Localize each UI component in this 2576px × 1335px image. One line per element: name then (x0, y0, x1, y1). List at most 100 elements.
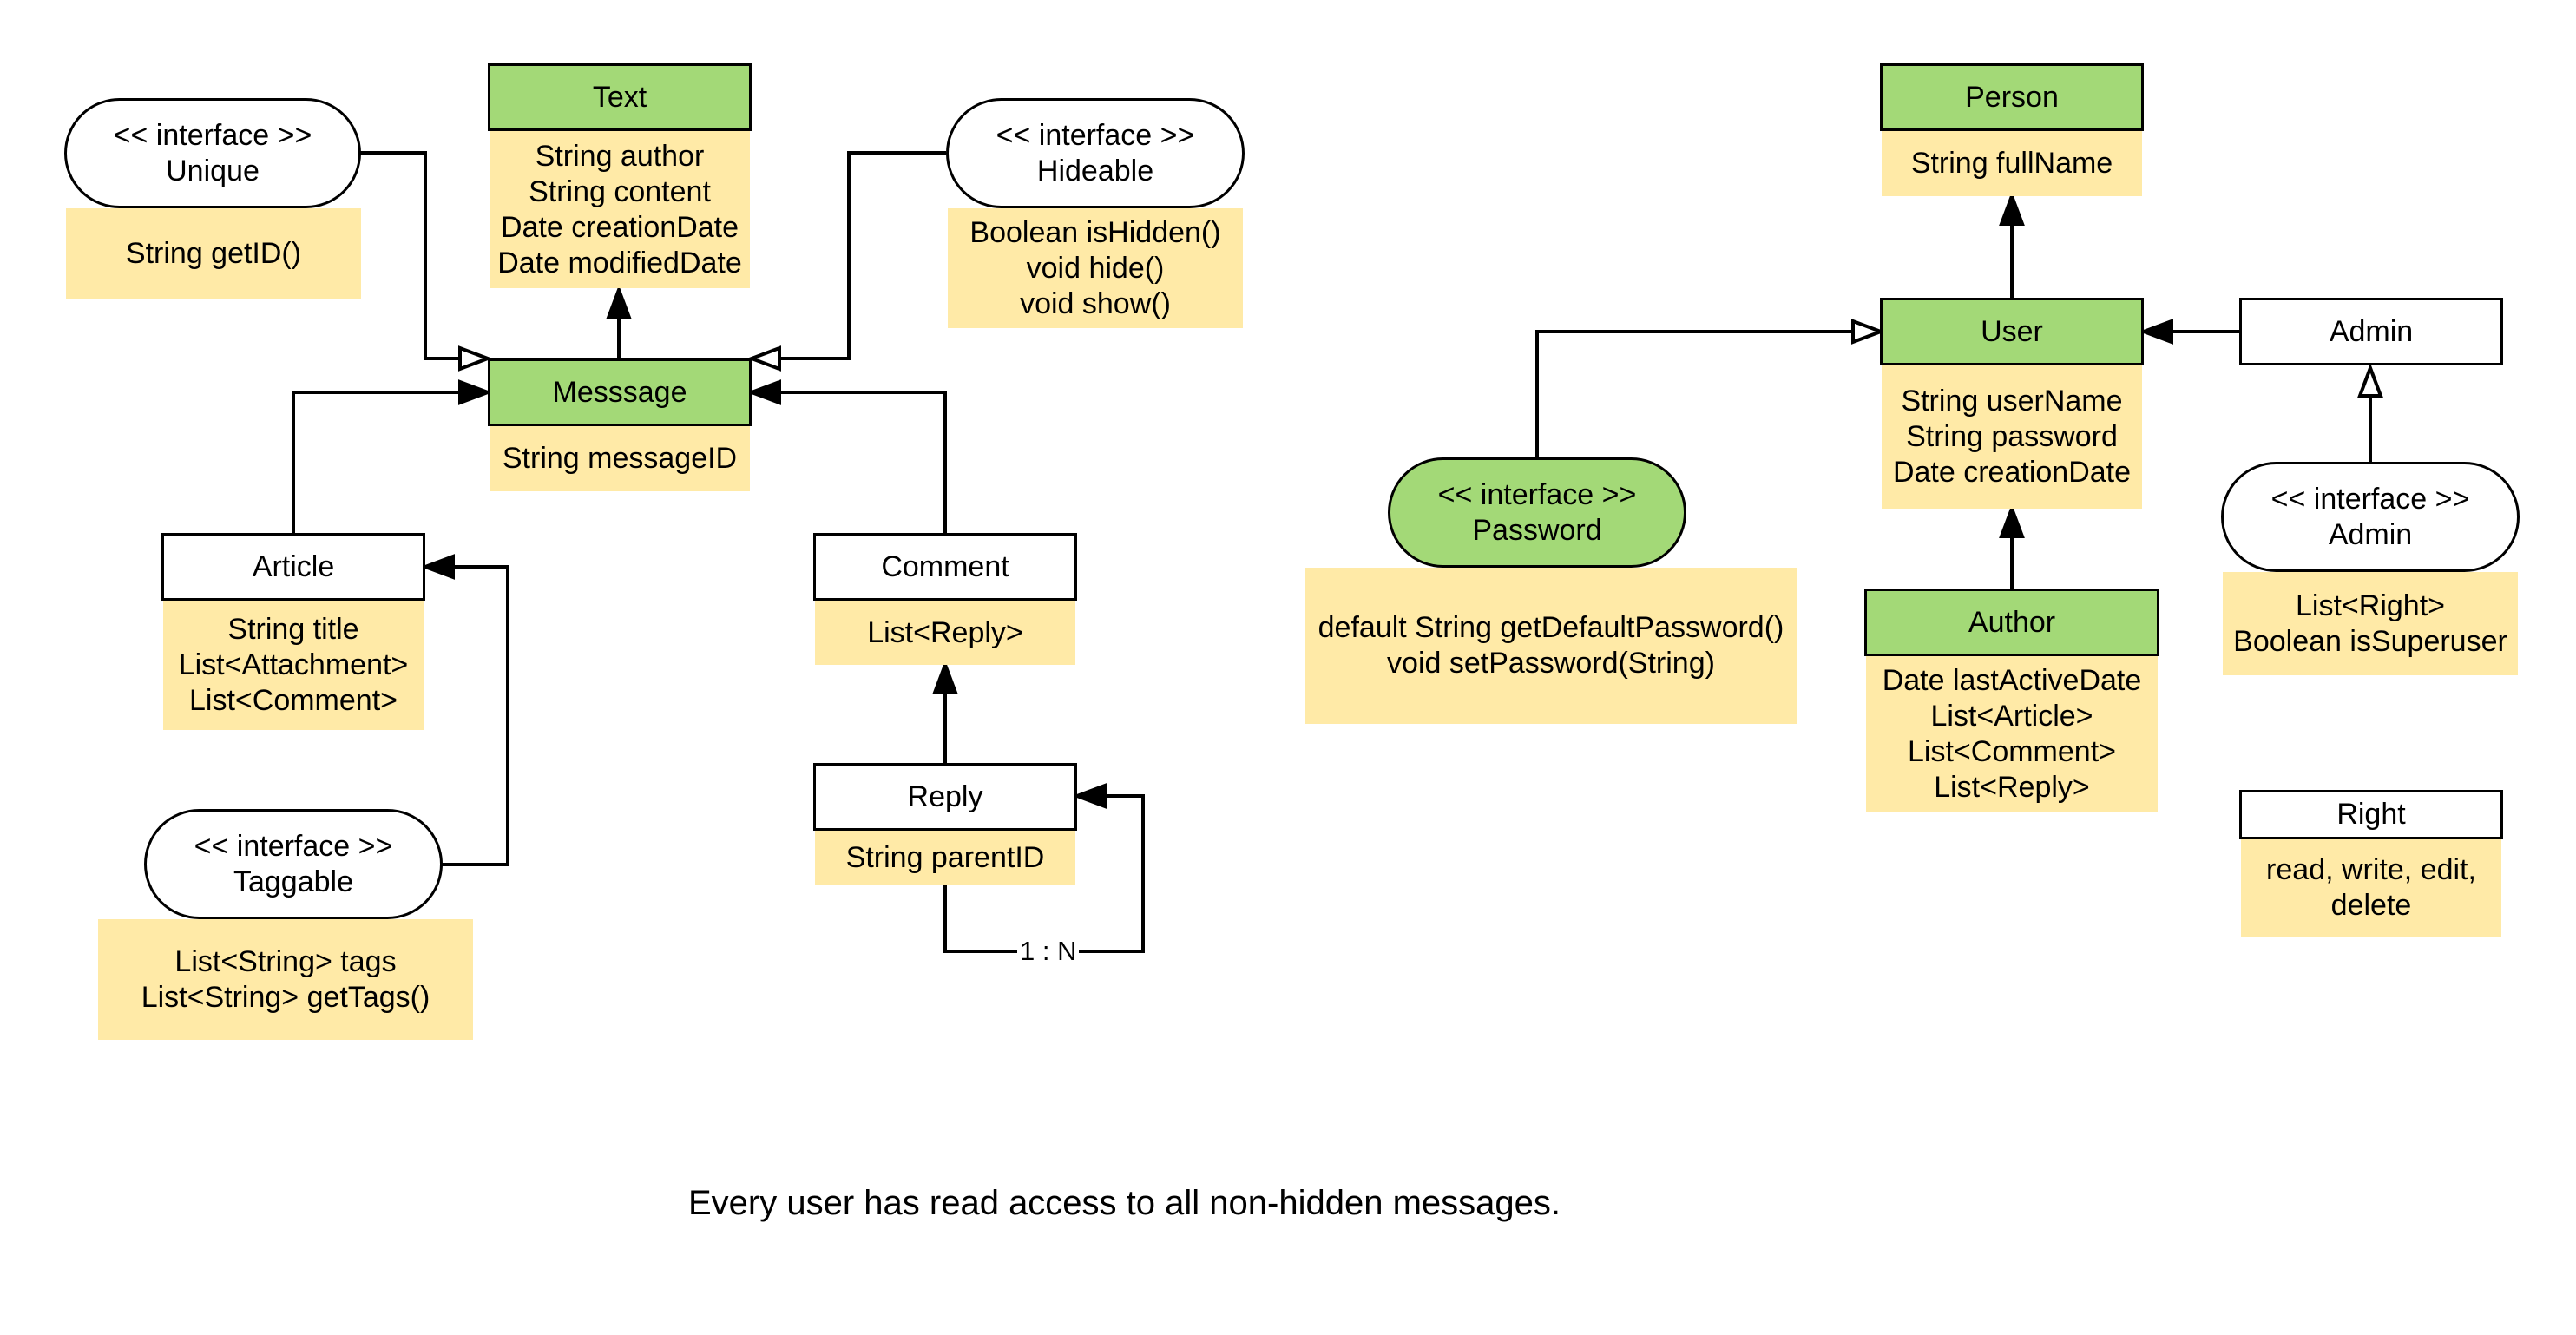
member: Date modifiedDate (497, 246, 742, 279)
class-name: Author (1968, 605, 2056, 639)
article-class-header[interactable]: Article (161, 533, 425, 601)
article-to-message-line (292, 391, 458, 533)
password-to-user-line (1535, 330, 1855, 457)
realization-arrowhead (458, 345, 493, 372)
interface-name: Unique (166, 154, 260, 187)
interface-name: Password (1472, 513, 1602, 547)
interface-name: Hideable (1036, 154, 1154, 187)
unique-to-message-line (360, 151, 469, 360)
solid-arrowhead (458, 379, 493, 405)
hideable-interface[interactable]: << interface >> Hideable (946, 98, 1245, 208)
unique-interface[interactable]: << interface >> Unique (64, 98, 361, 208)
realization-arrowhead (2357, 363, 2383, 398)
admin-class-header[interactable]: Admin (2239, 298, 2503, 365)
member: List<Reply> (867, 615, 1023, 649)
interface-stereotype: << interface >> (194, 829, 393, 863)
message-members: String messageID (490, 426, 750, 491)
comment-to-message-line (781, 391, 947, 533)
solid-arrowhead (932, 660, 958, 694)
text-members: String author String content Date creati… (490, 131, 750, 288)
solid-arrowhead (1999, 503, 2025, 538)
member: List<String> getTags() (141, 980, 430, 1014)
hideable-to-message-line (778, 151, 946, 360)
member: String author (535, 139, 705, 173)
interface-name: Taggable (233, 865, 353, 898)
reply-multiplicity-label: 1 : N (1017, 936, 1080, 967)
member: void show() (1020, 286, 1171, 320)
text-class-header[interactable]: Text (488, 63, 752, 131)
realization-arrowhead (1851, 319, 1886, 345)
class-name: Right (2336, 798, 2406, 831)
solid-arrowhead (1072, 783, 1107, 809)
member: read, write, edit, (2266, 853, 2476, 886)
member: List<Comment> (1908, 735, 2116, 768)
author-members: Date lastActiveDate List<Article> List<C… (1866, 656, 2158, 812)
member: Boolean isHidden() (969, 215, 1221, 249)
member: List<Right> (2296, 589, 2445, 622)
member: String title (227, 613, 359, 646)
member: String getID() (125, 236, 302, 270)
class-name: Admin (2329, 314, 2414, 348)
class-name: Comment (881, 549, 1009, 583)
member: List<Attachment> (178, 648, 409, 681)
class-name: Article (252, 549, 335, 583)
admin-interface-members: List<Right> Boolean isSuperuser (2223, 572, 2518, 675)
interface-stereotype: << interface >> (2270, 482, 2470, 516)
member: String content (529, 174, 711, 208)
interface-name: Admin (2328, 517, 2413, 551)
solid-arrowhead (606, 285, 632, 319)
person-members: String fullName (1882, 131, 2142, 196)
member: String fullName (1910, 147, 2113, 180)
member: String parentID (845, 841, 1045, 874)
taggable-interface[interactable]: << interface >> Taggable (144, 809, 443, 919)
right-class-header[interactable]: Right (2239, 790, 2503, 839)
member: void setPassword(String) (1387, 647, 1715, 680)
author-class-header[interactable]: Author (1864, 589, 2159, 656)
reply-members: String parentID (815, 831, 1075, 885)
class-name: User (1981, 314, 2043, 348)
person-class-header[interactable]: Person (1880, 63, 2144, 131)
realization-arrowhead (746, 345, 781, 372)
right-members: read, write, edit, delete (2241, 839, 2501, 937)
password-interface[interactable]: << interface >> Password (1388, 457, 1686, 568)
member: List<Comment> (189, 684, 398, 717)
taggable-members: List<String> tags List<String> getTags() (98, 919, 473, 1040)
unique-members: String getID() (66, 208, 361, 299)
diagram-note: Every user has read access to all non-hi… (688, 1184, 1561, 1222)
class-name: Text (592, 80, 647, 114)
member: List<Reply> (1934, 771, 2090, 804)
member: String userName (1901, 385, 2123, 418)
solid-arrowhead (1999, 191, 2025, 226)
member: List<String> tags (174, 944, 397, 978)
solid-arrowhead (746, 379, 781, 405)
member: delete (2330, 889, 2412, 922)
admin-interface[interactable]: << interface >> Admin (2221, 462, 2520, 572)
reply-class-header[interactable]: Reply (813, 763, 1077, 831)
interface-stereotype: << interface >> (113, 118, 312, 152)
hideable-members: Boolean isHidden() void hide() void show… (948, 208, 1243, 328)
member: Date lastActiveDate (1882, 664, 2142, 697)
member: List<Article> (1930, 700, 2093, 733)
class-name: Reply (907, 779, 983, 813)
message-class-header[interactable]: Messsage (488, 358, 752, 426)
article-members: String title List<Attachment> List<Comme… (163, 601, 424, 730)
user-class-header[interactable]: User (1880, 298, 2144, 365)
member: String messageID (502, 442, 738, 475)
interface-stereotype: << interface >> (1437, 477, 1637, 511)
member: default String getDefaultPassword() (1318, 611, 1784, 644)
class-name: Messsage (552, 375, 687, 409)
solid-arrowhead (420, 554, 455, 580)
comment-members: List<Reply> (815, 601, 1075, 665)
user-members: String userName String password Date cre… (1882, 365, 2142, 509)
reply-self-line (943, 794, 1145, 953)
taggable-to-article-line (441, 565, 509, 866)
member: String password (1906, 420, 2118, 453)
password-members: default String getDefaultPassword() void… (1305, 568, 1797, 724)
member: Date creationDate (1892, 456, 2132, 489)
member: Boolean isSuperuser (2233, 624, 2507, 658)
solid-arrowhead (2139, 319, 2173, 345)
member: void hide() (1026, 251, 1165, 285)
interface-stereotype: << interface >> (996, 118, 1195, 152)
comment-class-header[interactable]: Comment (813, 533, 1077, 601)
